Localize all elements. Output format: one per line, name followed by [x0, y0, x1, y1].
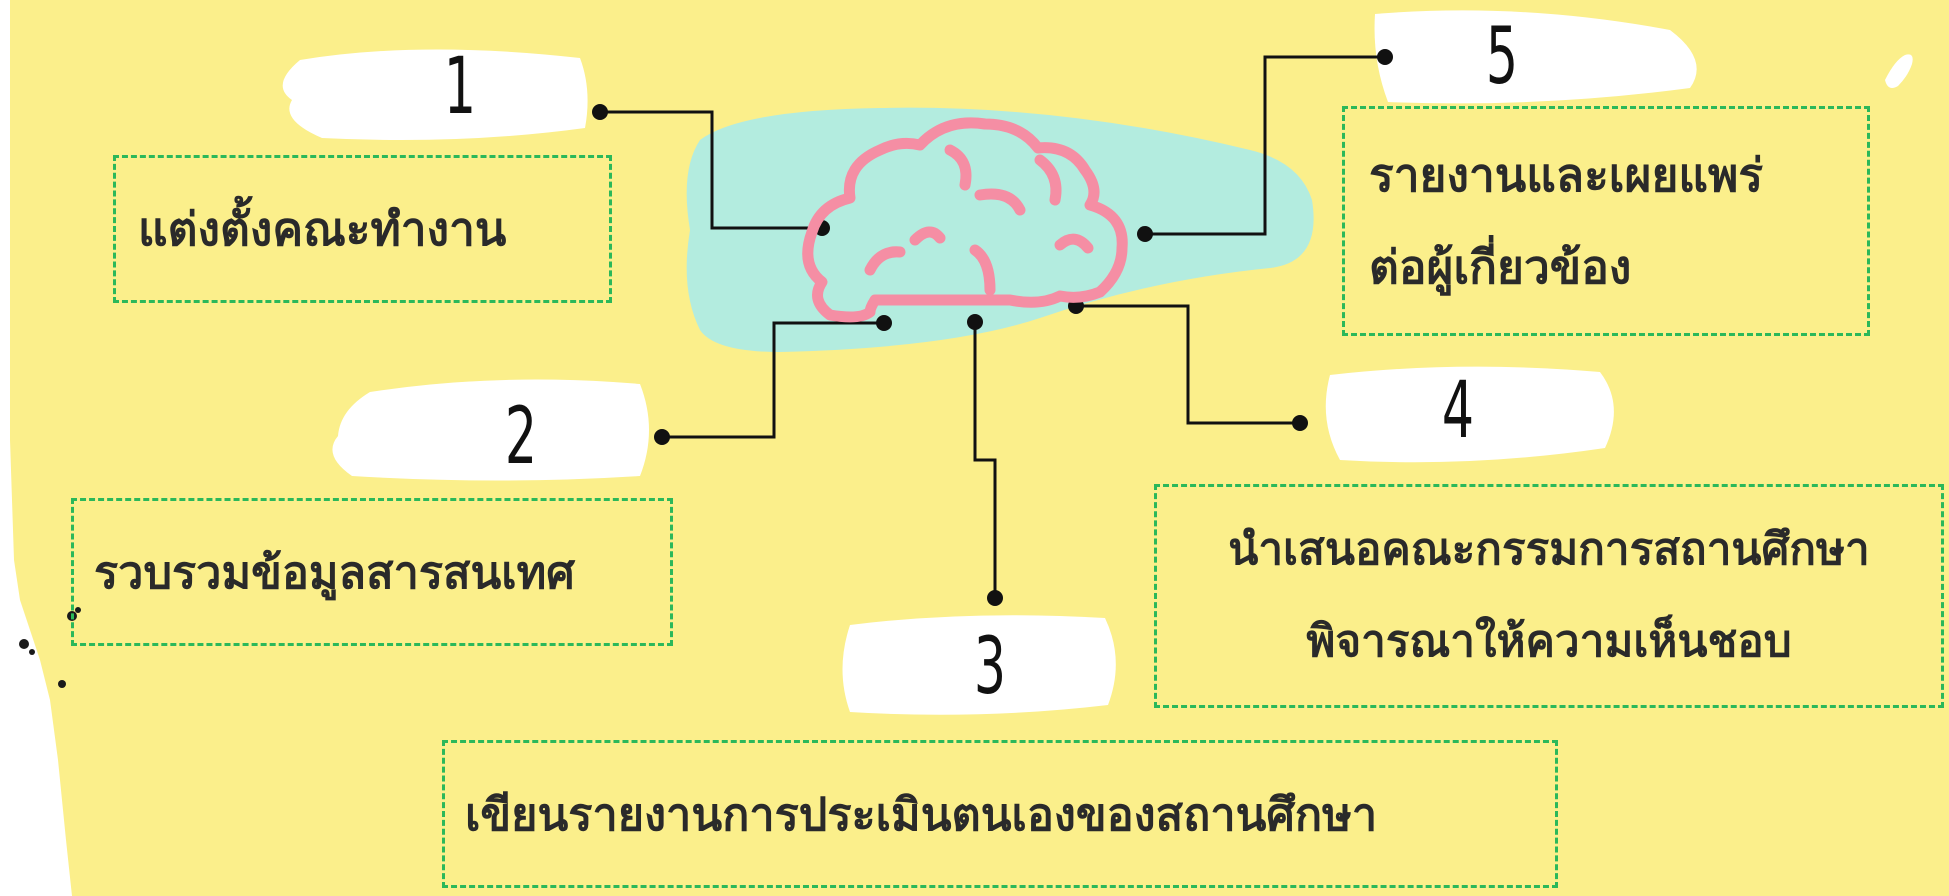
step-4-label-line-1: นำเสนอคณะกรรมการสถานศึกษา	[1228, 524, 1870, 575]
brain-backdrop	[686, 107, 1314, 353]
connector-1	[600, 110, 822, 230]
step-1-box: แต่งตั้งคณะทำงาน	[113, 155, 612, 303]
connectors	[600, 55, 1385, 598]
brain-icon	[802, 117, 1128, 323]
step-2-label: รวบรวมข้อมูลสารสนเทศ	[94, 546, 575, 599]
step-5-label-line-1: รายงานและเผยแพร่	[1369, 148, 1764, 202]
step-1-number: 1	[443, 42, 477, 132]
step-4-box: นำเสนอคณะกรรมการสถานศึกษา พิจารณาให้ความ…	[1154, 484, 1944, 708]
connector-5	[1145, 55, 1385, 236]
step-1-label: แต่งตั้งคณะทำงาน	[138, 201, 507, 256]
yellow-background	[10, 0, 1949, 896]
step-3-box: เขียนรายงานการประเมินตนเองของสถานศึกษา	[442, 740, 1558, 888]
step-3-label: เขียนรายงานการประเมินตนเองของสถานศึกษา	[465, 788, 1378, 841]
connector-4	[1076, 304, 1300, 425]
connector-dots	[592, 49, 1393, 606]
step-2-box: รวบรวมข้อมูลสารสนเทศ	[71, 498, 673, 646]
step-2-number: 2	[504, 392, 538, 482]
number-brush-blobs	[282, 10, 1697, 715]
step-4-number: 4	[1441, 366, 1475, 456]
step-5-label-line-2: ต่อผู้เกี่ยวข้อง	[1369, 240, 1632, 294]
connector-2	[662, 321, 884, 439]
connector-3	[973, 322, 997, 598]
white-splatter	[1885, 54, 1913, 88]
step-5-number: 5	[1485, 12, 1519, 102]
step-5-box: รายงานและเผยแพร่ ต่อผู้เกี่ยวข้อง	[1342, 106, 1870, 336]
step-3-number: 3	[973, 622, 1007, 712]
step-4-label-line-2: พิจารณาให้ความเห็นชอบ	[1306, 616, 1792, 667]
